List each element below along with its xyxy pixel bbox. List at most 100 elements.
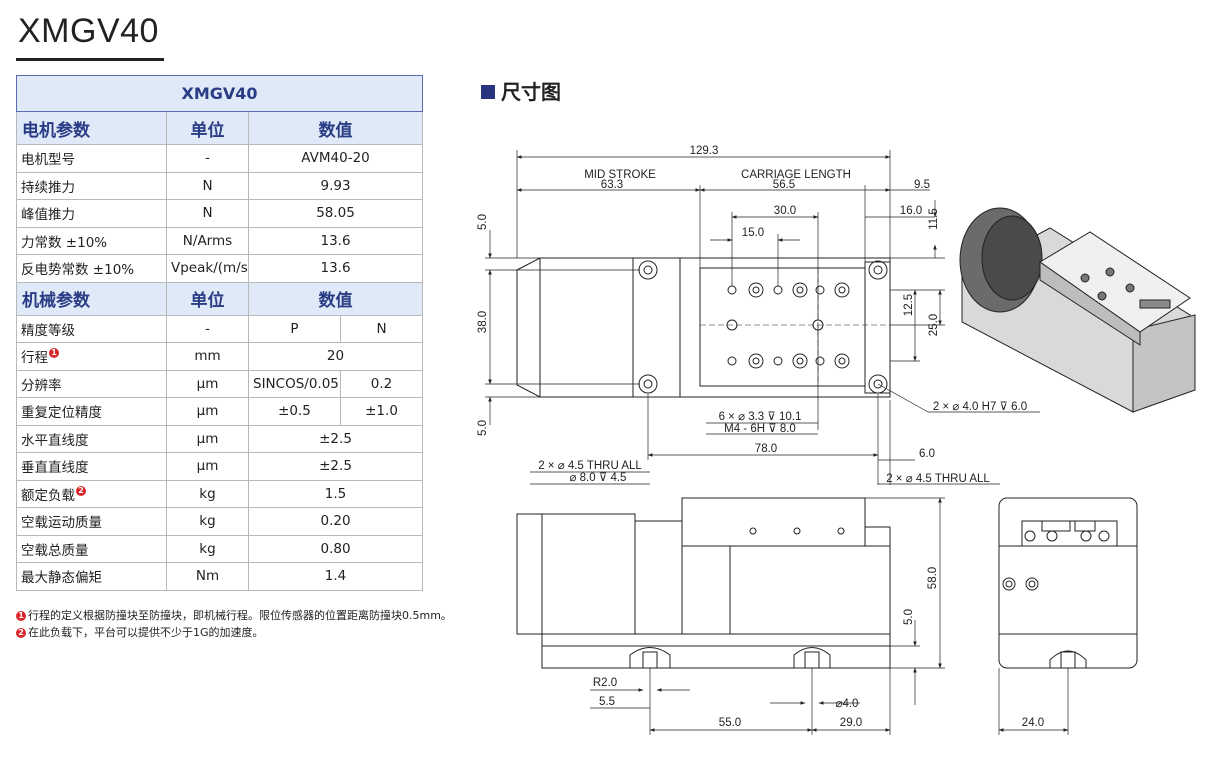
dim-6: 6.0: [919, 448, 935, 460]
note-thru-right: 2 × ⌀ 4.5 THRU ALL: [886, 473, 990, 485]
param-cell: 分辨率: [16, 369, 167, 398]
dim-55: 55.0: [719, 717, 741, 729]
param-cell: 水平直线度: [16, 424, 167, 453]
value-cell: AVM40-20: [247, 144, 424, 173]
dim-9-5: 9.5: [914, 179, 930, 191]
dim-5-bottom: 5.0: [477, 420, 489, 436]
value-cell: 58.05: [247, 199, 424, 228]
dim-78: 78.0: [755, 443, 777, 455]
dim-carriage-value: 56.5: [773, 179, 795, 191]
note-h7-hole: 2 × ⌀ 4.0 H7 ⊽ 6.0: [933, 401, 1027, 413]
unit-cell: Vpeak/(m/s): [166, 254, 249, 283]
footnote-text: 行程的定义根据防撞块至防撞块，即机械行程。限位传感器的位置距离防撞块0.5mm。: [28, 609, 452, 622]
value-cell: 1.5: [247, 479, 424, 508]
unit-cell: N: [166, 171, 249, 200]
dim-38: 38.0: [477, 311, 489, 333]
dim-25: 25.0: [928, 314, 940, 336]
unit-cell: mm: [166, 342, 249, 371]
table-caption-row: XMGV40: [15, 75, 424, 112]
value-cell: 13.6: [247, 226, 424, 255]
param-label: 额定负载: [21, 487, 75, 504]
table-row: 电机型号-AVM40-20: [16, 144, 424, 173]
end-dimensions: [998, 668, 1069, 735]
page-title: XMGV40: [18, 12, 159, 50]
unit-cell: Nm: [166, 562, 249, 591]
dim-29: 29.0: [840, 717, 862, 729]
dim-24: 24.0: [1022, 717, 1044, 729]
table-row: 反电势常数 ±10%Vpeak/(m/s)13.6: [16, 254, 424, 283]
dim-11-5: 11.5: [928, 208, 940, 230]
value-header: 数值: [247, 281, 424, 316]
param-cell: 空载运动质量: [16, 507, 167, 536]
mech-header-row: 机械参数 单位 数值: [16, 281, 424, 316]
mech-param-header: 机械参数: [16, 281, 167, 316]
param-cell: 重复定位精度: [16, 397, 167, 426]
footnote-text: 在此负载下，平台可以提供不少于1G的加速度。: [28, 626, 264, 639]
value-cell: ±2.5: [247, 424, 424, 453]
unit-cell: N: [166, 199, 249, 228]
footnote-marker: 1: [49, 348, 59, 359]
unit-cell: kg: [166, 507, 249, 536]
dim-5-top: 5.0: [477, 214, 489, 230]
value-header: 数值: [247, 111, 424, 145]
value-cell-p: ±0.5: [248, 397, 341, 426]
param-cell: 垂直直线度: [16, 452, 167, 481]
dim-mid-stroke-label: MID STROKE: [584, 169, 656, 181]
dim-5-side: 5.0: [903, 609, 915, 625]
dim-overall: 129.3: [690, 145, 719, 157]
dim-r2: R2.0: [593, 677, 617, 689]
note-m4-thread: M4 - 6H ⊽ 8.0: [724, 423, 796, 435]
note-thru-left: 2 × ⌀ 4.5 THRU ALL: [538, 460, 642, 472]
dim-5-5: 5.5: [599, 696, 615, 708]
table-caption: XMGV40: [15, 75, 424, 112]
motor-param-header: 电机参数: [16, 111, 167, 145]
note-6x-holes: 6 × ⌀ 3.3 ⊽ 10.1: [719, 411, 802, 423]
top-view: [516, 257, 891, 398]
dim-carriage-label: CARRIAGE LENGTH: [741, 169, 851, 181]
value-cell: 9.93: [247, 171, 424, 200]
drawing-heading-text: 尺寸图: [501, 80, 561, 104]
side-view: [516, 497, 891, 669]
param-label: 行程: [21, 350, 48, 367]
dim-12-5: 12.5: [903, 294, 915, 316]
value-cell-n: 0.2: [339, 369, 424, 398]
dim-58: 58.0: [927, 567, 939, 589]
param-cell: 最大静态偏矩: [16, 562, 167, 591]
dim-dia-4: ⌀4.0: [836, 698, 859, 710]
dim-15: 15.0: [742, 227, 764, 239]
param-cell: 峰值推力: [16, 199, 167, 228]
value-cell: 0.20: [247, 507, 424, 536]
note-counterbore: ⌀ 8.0 ⊽ 4.5: [570, 472, 627, 484]
value-cell-n: ±1.0: [339, 397, 424, 426]
footnote-number: 2: [16, 628, 26, 638]
param-cell: 力常数 ±10%: [16, 226, 167, 255]
value-cell: 13.6: [247, 254, 424, 283]
motor-header-row: 电机参数 单位 数值: [16, 111, 424, 145]
dim-mid-stroke-value: 63.3: [601, 179, 623, 191]
top-dimensions: [485, 150, 1040, 485]
dim-16: 16.0: [900, 205, 922, 217]
heading-square-icon: [481, 85, 495, 99]
param-cell: 电机型号: [16, 144, 167, 173]
value-cell: 1.4: [247, 562, 424, 591]
value-cell-p: SINCOS/0.05: [248, 369, 341, 398]
unit-cell: -: [166, 314, 249, 343]
footnote-number: 1: [16, 611, 26, 621]
param-cell: 持续推力: [16, 171, 167, 200]
dimension-labels: 129.3 MID STROKE 63.3 CARRIAGE LENGTH 56…: [477, 145, 1044, 729]
